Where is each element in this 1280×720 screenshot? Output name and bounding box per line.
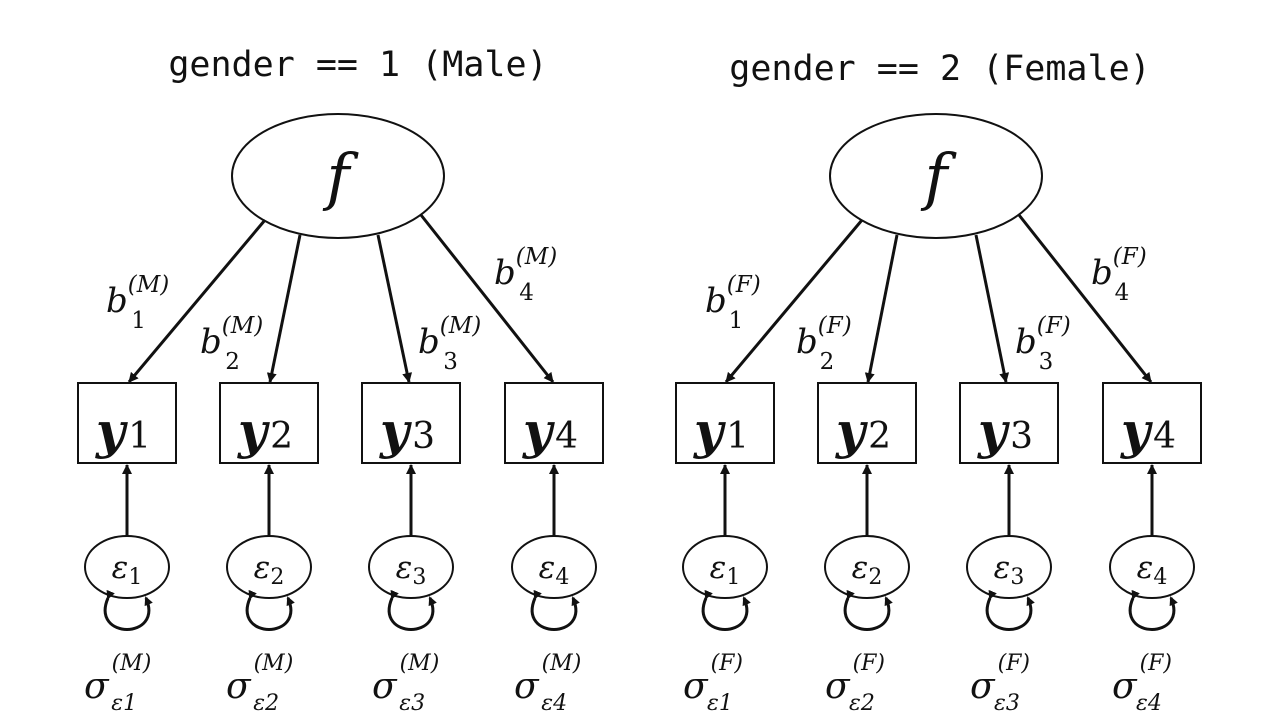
- indicator-label-1: y1: [95, 401, 151, 460]
- error-label-1: ε1: [112, 550, 143, 590]
- error-node-4: ε4: [1109, 535, 1195, 599]
- error-label-2: ε2: [852, 550, 883, 590]
- variance-loop-1: [103, 589, 153, 631]
- error-label-3: ε3: [396, 550, 427, 590]
- variance-loop-2: [245, 589, 295, 631]
- group-female: gender == 2 (Female) f b(F)1 b(F)2 b(F)3…: [675, 49, 1202, 716]
- loading-path-3: [376, 234, 413, 383]
- loading-label-4: b(F)4: [1091, 244, 1147, 306]
- variance-loop-3: [985, 589, 1035, 631]
- error-label-4: ε4: [1137, 550, 1168, 590]
- indicator-label-4: y4: [522, 401, 578, 460]
- factor-node: f: [829, 113, 1043, 239]
- error-label-4: ε4: [539, 550, 570, 590]
- indicator-box-4: y4: [504, 382, 604, 464]
- variance-label-2: σ(M)ε2: [226, 651, 293, 716]
- group-title: gender == 1 (Male): [168, 45, 547, 85]
- variance-label-4: σ(F)ε4: [1112, 651, 1172, 716]
- variance-loop-4: [530, 589, 580, 631]
- factor-node: f: [231, 113, 445, 239]
- loading-label-1: b(F)1: [705, 272, 761, 334]
- indicator-box-3: y3: [959, 382, 1059, 464]
- error-label-2: ε2: [254, 550, 285, 590]
- error-node-3: ε3: [966, 535, 1052, 599]
- error-node-1: ε1: [682, 535, 768, 599]
- variance-label-4: σ(M)ε4: [514, 651, 581, 716]
- loading-label-2: b(F)2: [796, 313, 852, 375]
- loading-path-1: [127, 219, 267, 383]
- loading-path-4: [419, 214, 555, 383]
- factor-ellipse: [829, 113, 1043, 239]
- loading-label-3: b(F)3: [1015, 313, 1071, 375]
- loading-label-1: b(M)1: [106, 272, 169, 334]
- indicator-label-1: y1: [693, 401, 749, 460]
- variance-loop-3: [387, 589, 437, 631]
- indicator-box-3: y3: [361, 382, 461, 464]
- error-node-3: ε3: [368, 535, 454, 599]
- variance-loop-1: [701, 589, 751, 631]
- indicator-label-3: y3: [977, 401, 1033, 460]
- loading-path-4: [1017, 214, 1153, 383]
- variance-label-2: σ(F)ε2: [825, 651, 885, 716]
- variance-label-3: σ(M)ε3: [372, 651, 439, 716]
- error-node-4: ε4: [511, 535, 597, 599]
- loading-label-3: b(M)3: [418, 313, 481, 375]
- indicator-label-4: y4: [1120, 401, 1176, 460]
- variance-label-1: σ(F)ε1: [683, 651, 743, 716]
- indicator-box-4: y4: [1102, 382, 1202, 464]
- error-node-2: ε2: [226, 535, 312, 599]
- indicator-label-2: y2: [835, 401, 891, 460]
- variance-loop-4: [1128, 589, 1178, 631]
- group-male: gender == 1 (Male) f b(M)1 b(M)2 b(M)3 b…: [77, 45, 604, 716]
- error-label-1: ε1: [710, 550, 741, 590]
- group-title: gender == 2 (Female): [729, 49, 1150, 89]
- indicator-box-2: y2: [817, 382, 917, 464]
- loading-path-2: [864, 234, 899, 383]
- indicator-box-2: y2: [219, 382, 319, 464]
- variance-label-1: σ(M)ε1: [84, 651, 151, 716]
- variance-label-3: σ(F)ε3: [970, 651, 1030, 716]
- indicator-label-2: y2: [237, 401, 293, 460]
- loading-path-2: [266, 234, 302, 383]
- error-node-2: ε2: [824, 535, 910, 599]
- factor-ellipse: [231, 113, 445, 239]
- indicator-box-1: y1: [675, 382, 775, 464]
- error-node-1: ε1: [84, 535, 170, 599]
- loading-path-1: [724, 219, 864, 383]
- indicator-label-3: y3: [379, 401, 435, 460]
- loading-path-3: [974, 234, 1010, 383]
- error-label-3: ε3: [994, 550, 1025, 590]
- variance-loop-2: [843, 589, 893, 631]
- loading-label-2: b(M)2: [200, 313, 263, 375]
- loading-label-4: b(M)4: [494, 244, 557, 306]
- indicator-box-1: y1: [77, 382, 177, 464]
